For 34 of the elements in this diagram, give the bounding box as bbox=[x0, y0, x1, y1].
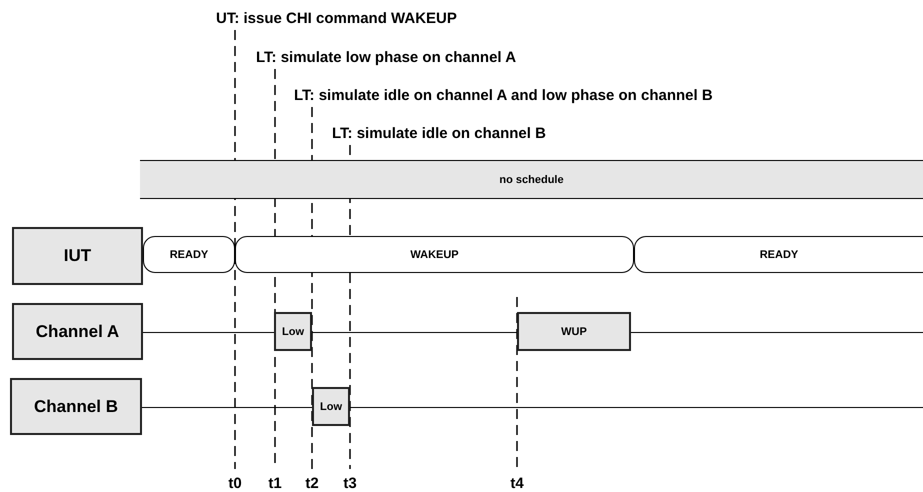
time-label: t2 bbox=[304, 474, 320, 492]
node-label: READY bbox=[760, 248, 798, 260]
lane-label-box bbox=[12, 227, 143, 285]
node-label: Channel B bbox=[34, 396, 118, 416]
schedule-band bbox=[140, 160, 923, 199]
signal-pulse-box bbox=[312, 387, 350, 426]
signal-line bbox=[312, 332, 518, 333]
node-label: no schedule bbox=[499, 174, 564, 186]
node-label: WUP bbox=[561, 326, 587, 338]
time-label: t4 bbox=[509, 474, 525, 492]
node-label: Low bbox=[320, 400, 342, 412]
time-label: t0 bbox=[227, 474, 243, 492]
node-label: Low bbox=[282, 326, 304, 338]
signal-line bbox=[630, 332, 923, 333]
node-label: READY bbox=[170, 248, 208, 260]
signal-line bbox=[142, 407, 312, 408]
node-label: Channel A bbox=[36, 322, 120, 342]
annotation-text: LT: simulate idle on channel B bbox=[332, 124, 546, 143]
node-label: WAKEUP bbox=[410, 248, 459, 260]
lane-label-box bbox=[12, 303, 143, 360]
annotation-text: LT: simulate idle on channel A and low phase on channel B bbox=[294, 86, 713, 105]
signal-line bbox=[350, 407, 923, 408]
signal-line bbox=[142, 332, 274, 333]
time-label: t3 bbox=[342, 474, 358, 492]
signal-pulse-box bbox=[274, 312, 312, 351]
annotation-text: UT: issue CHI command WAKEUP bbox=[216, 8, 457, 28]
signal-pulse-box bbox=[517, 312, 631, 351]
node-label: IUT bbox=[64, 246, 92, 266]
time-label: t1 bbox=[267, 474, 283, 492]
state-segment bbox=[634, 236, 923, 273]
lane-label-box bbox=[10, 378, 142, 435]
state-segment bbox=[143, 236, 235, 273]
annotation-text: LT: simulate low phase on channel A bbox=[256, 48, 516, 67]
state-segment bbox=[235, 236, 634, 273]
